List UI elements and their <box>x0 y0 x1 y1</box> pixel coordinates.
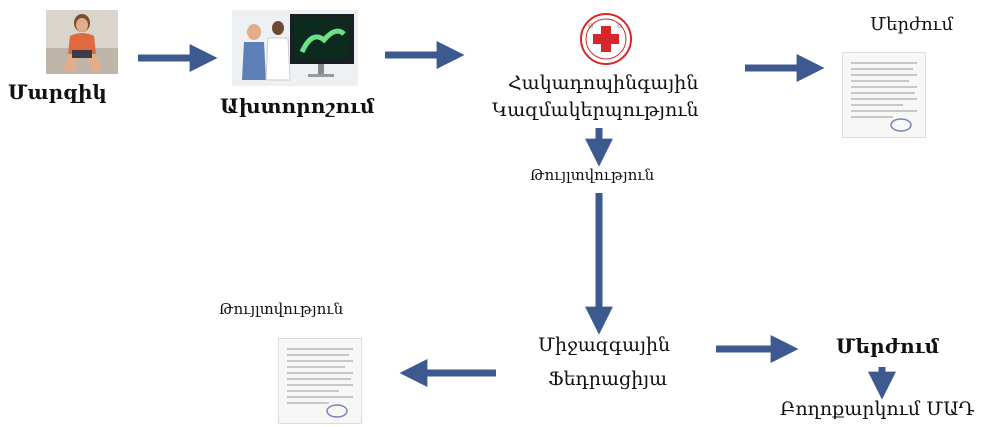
diagnosis-photo <box>232 10 358 86</box>
rejection-bottom-label: Մերժում <box>836 334 940 358</box>
rejection-top-document <box>842 52 926 138</box>
svg-text:⚇: ⚇ <box>588 23 593 30</box>
appeal-label: Բողոքարկում ՄԱԴ <box>780 398 975 420</box>
athlete-photo <box>46 10 118 74</box>
rejection-top-label: Մերժում <box>870 14 954 35</box>
permission-bottom-document <box>278 338 362 424</box>
international-label-line1: Միջազգային <box>538 334 671 356</box>
athlete-label: Մարզիկ <box>8 80 107 104</box>
permission-bottom-label: Թույլտվություն <box>219 300 344 318</box>
svg-text:⚇: ⚇ <box>617 23 622 30</box>
federation-label-line2: Կազմակերպություն <box>492 99 699 121</box>
antidoping-logo: ⚇ ⚇ <box>579 12 633 66</box>
permission-top-label: Թույլտվություն <box>530 166 655 184</box>
federation-label-line1: Հակադոպինգային <box>508 72 699 94</box>
international-label-line2: Ֆեդրացիյա <box>548 368 668 390</box>
diagnosis-label: Ախտորոշում <box>220 94 375 118</box>
